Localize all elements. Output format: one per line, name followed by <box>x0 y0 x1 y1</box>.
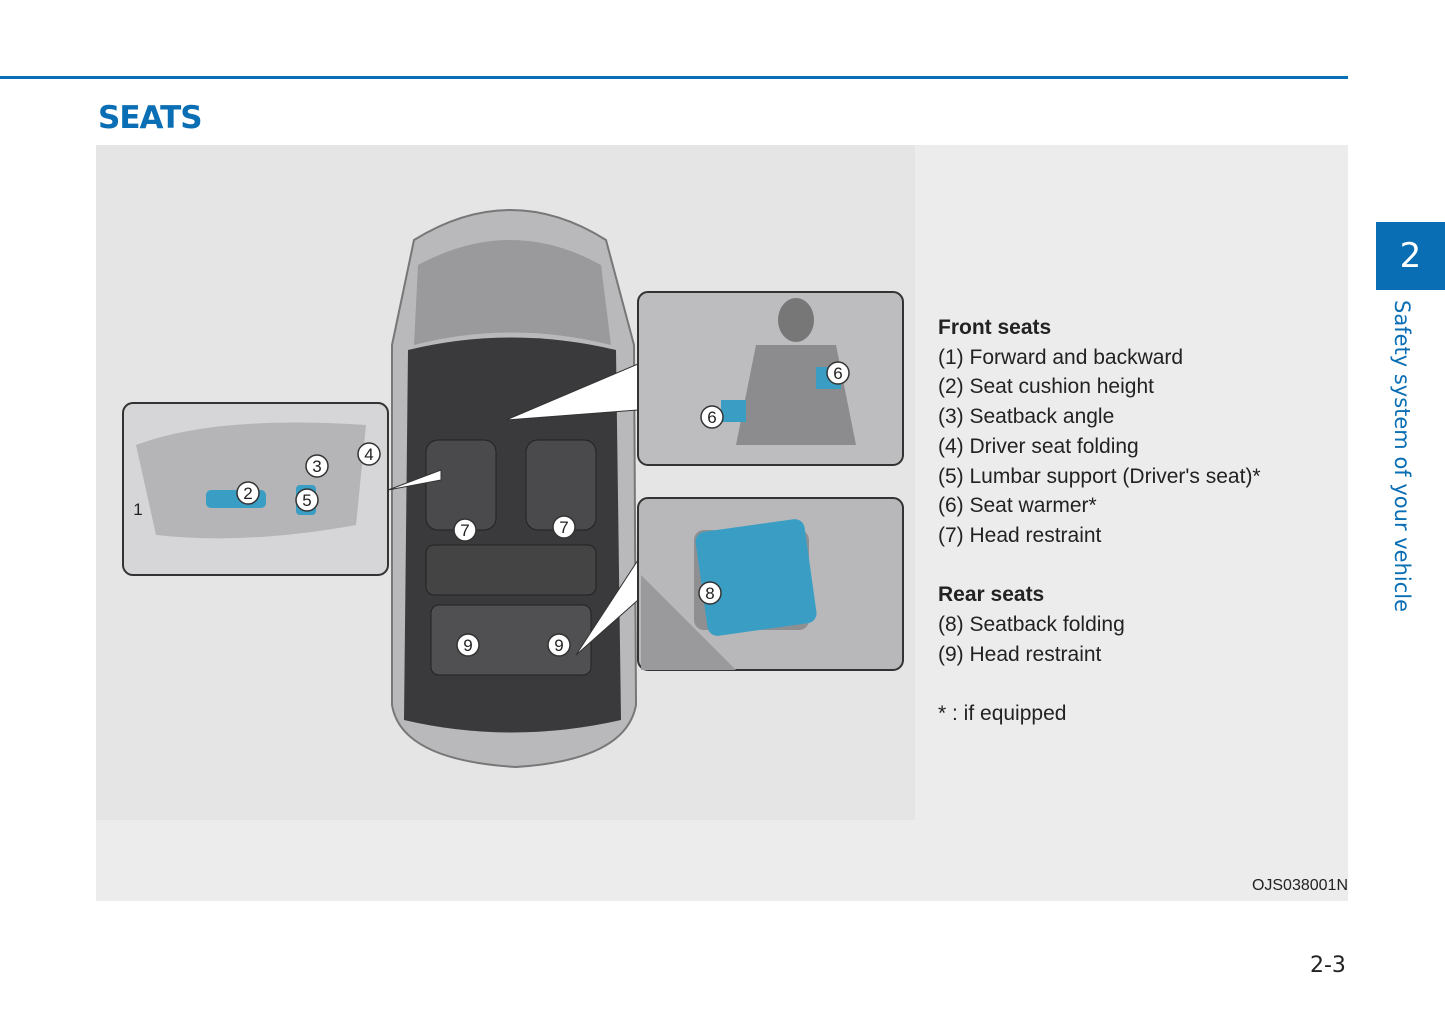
rear-seats-heading: Rear seats <box>938 583 1045 607</box>
legend-item: (7) Head restraint <box>938 523 1102 547</box>
car-top-view <box>391 209 638 769</box>
rear-seatback-folding-inset <box>575 497 904 671</box>
legend-item: (1) Forward and backward <box>938 345 1184 369</box>
figure-code: OJS038001N <box>1251 877 1348 894</box>
front-seats-heading: Front seats <box>938 316 1052 339</box>
header-rule <box>0 76 1348 79</box>
equipped-note: * : if equipped <box>938 702 1067 726</box>
callout-1: 1 <box>133 500 142 519</box>
chapter-number: 2 <box>1399 236 1422 276</box>
page-number: 2-3 <box>1310 953 1346 978</box>
legend-item: (9) Head restraint <box>938 642 1102 666</box>
callout-3: 3 <box>312 457 321 476</box>
callout-7a: 7 <box>460 521 469 540</box>
callout-6b: 6 <box>707 408 716 427</box>
callout-4: 4 <box>364 445 373 464</box>
car-seat-illustration: 1 2 3 4 5 6 6 7 7 8 9 9 <box>122 209 904 769</box>
callout-5: 5 <box>302 491 311 510</box>
seat-legend: Front seats (1) Forward and backward (2)… <box>938 313 1261 729</box>
callout-9a: 9 <box>463 636 472 655</box>
legend-item: (6) Seat warmer* <box>938 494 1097 518</box>
callout-7b: 7 <box>559 518 568 537</box>
legend-item: (4) Driver seat folding <box>938 434 1139 458</box>
callout-2: 2 <box>243 484 252 503</box>
chapter-title: Safety system of your vehicle <box>1390 300 1414 613</box>
callout-8: 8 <box>705 584 714 603</box>
callout-9b: 9 <box>554 636 563 655</box>
callout-6a: 6 <box>833 364 842 383</box>
legend-item: (3) Seatback angle <box>938 405 1115 429</box>
legend-item: (2) Seat cushion height <box>938 375 1154 399</box>
legend-item: (5) Lumbar support (Driver's seat)* <box>938 464 1261 488</box>
page-title: SEATS <box>98 100 203 136</box>
legend-item: (8) Seatback folding <box>938 613 1125 637</box>
chapter-tab[interactable]: 2 <box>1376 222 1445 290</box>
